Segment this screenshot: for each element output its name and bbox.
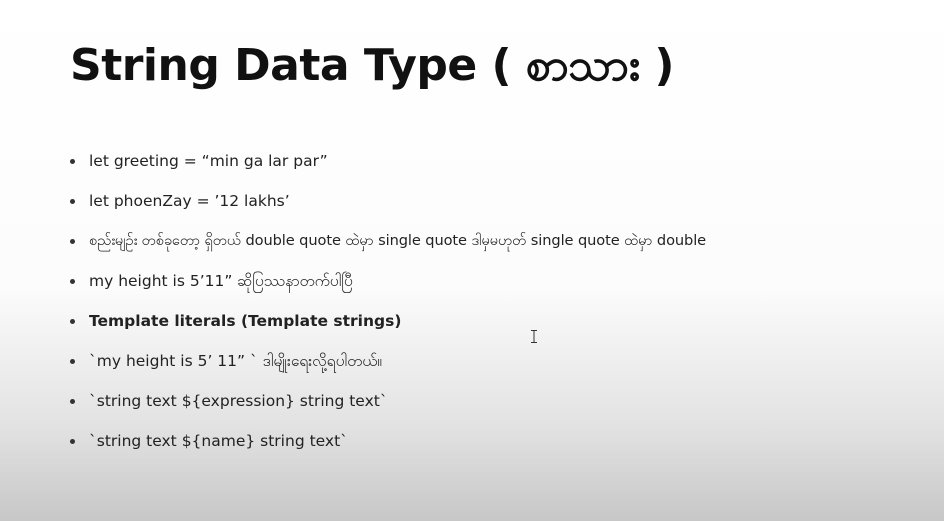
bullet-text: let phoenZay = ’12 lakhs’: [89, 192, 290, 210]
bullet-item: my height is 5’11” ဆိုပြဿနာတက်ပါပြီ: [70, 268, 930, 308]
bullet-text: စည်းမျဉ်း တစ်ခုတော့ ရှိတယ် double quote …: [89, 232, 707, 249]
bullet-item: let phoenZay = ’12 lakhs’: [70, 188, 930, 228]
bullet-dot-icon: [70, 159, 75, 164]
bullet-text: `my height is 5’ 11” ` ဒါမျိုးရေးလို့ရပါ…: [89, 352, 382, 370]
bullet-text: `string text ${name} string text`: [89, 432, 348, 450]
bullet-item: စည်းမျဉ်း တစ်ခုတော့ ရှိတယ် double quote …: [70, 228, 930, 268]
bullet-item: let greeting = “min ga lar par”: [70, 148, 930, 188]
bullet-text: let greeting = “min ga lar par”: [89, 152, 328, 170]
bullet-dot-icon: [70, 439, 75, 444]
bullet-dot-icon: [70, 279, 75, 284]
bullet-item-heading: Template literals (Template strings): [70, 308, 930, 348]
bullet-item: `my height is 5’ 11” ` ဒါမျိုးရေးလို့ရပါ…: [70, 348, 930, 388]
bullet-text: my height is 5’11” ဆိုပြဿနာတက်ပါပြီ: [89, 272, 353, 290]
bullet-text: `string text ${expression} string text`: [89, 392, 388, 410]
bullet-dot-icon: [70, 359, 75, 364]
bullet-item: `string text ${name} string text`: [70, 428, 930, 468]
bullet-dot-icon: [70, 399, 75, 404]
bullet-list: let greeting = “min ga lar par” let phoe…: [70, 148, 930, 468]
slide-title: String Data Type ( စာသား ): [70, 40, 675, 91]
bullet-item: `string text ${expression} string text`: [70, 388, 930, 428]
bullet-dot-icon: [70, 199, 75, 204]
bullet-dot-icon: [70, 239, 75, 244]
bullet-dot-icon: [70, 319, 75, 324]
bullet-text: Template literals (Template strings): [89, 312, 402, 330]
text-cursor-icon: [531, 330, 537, 343]
